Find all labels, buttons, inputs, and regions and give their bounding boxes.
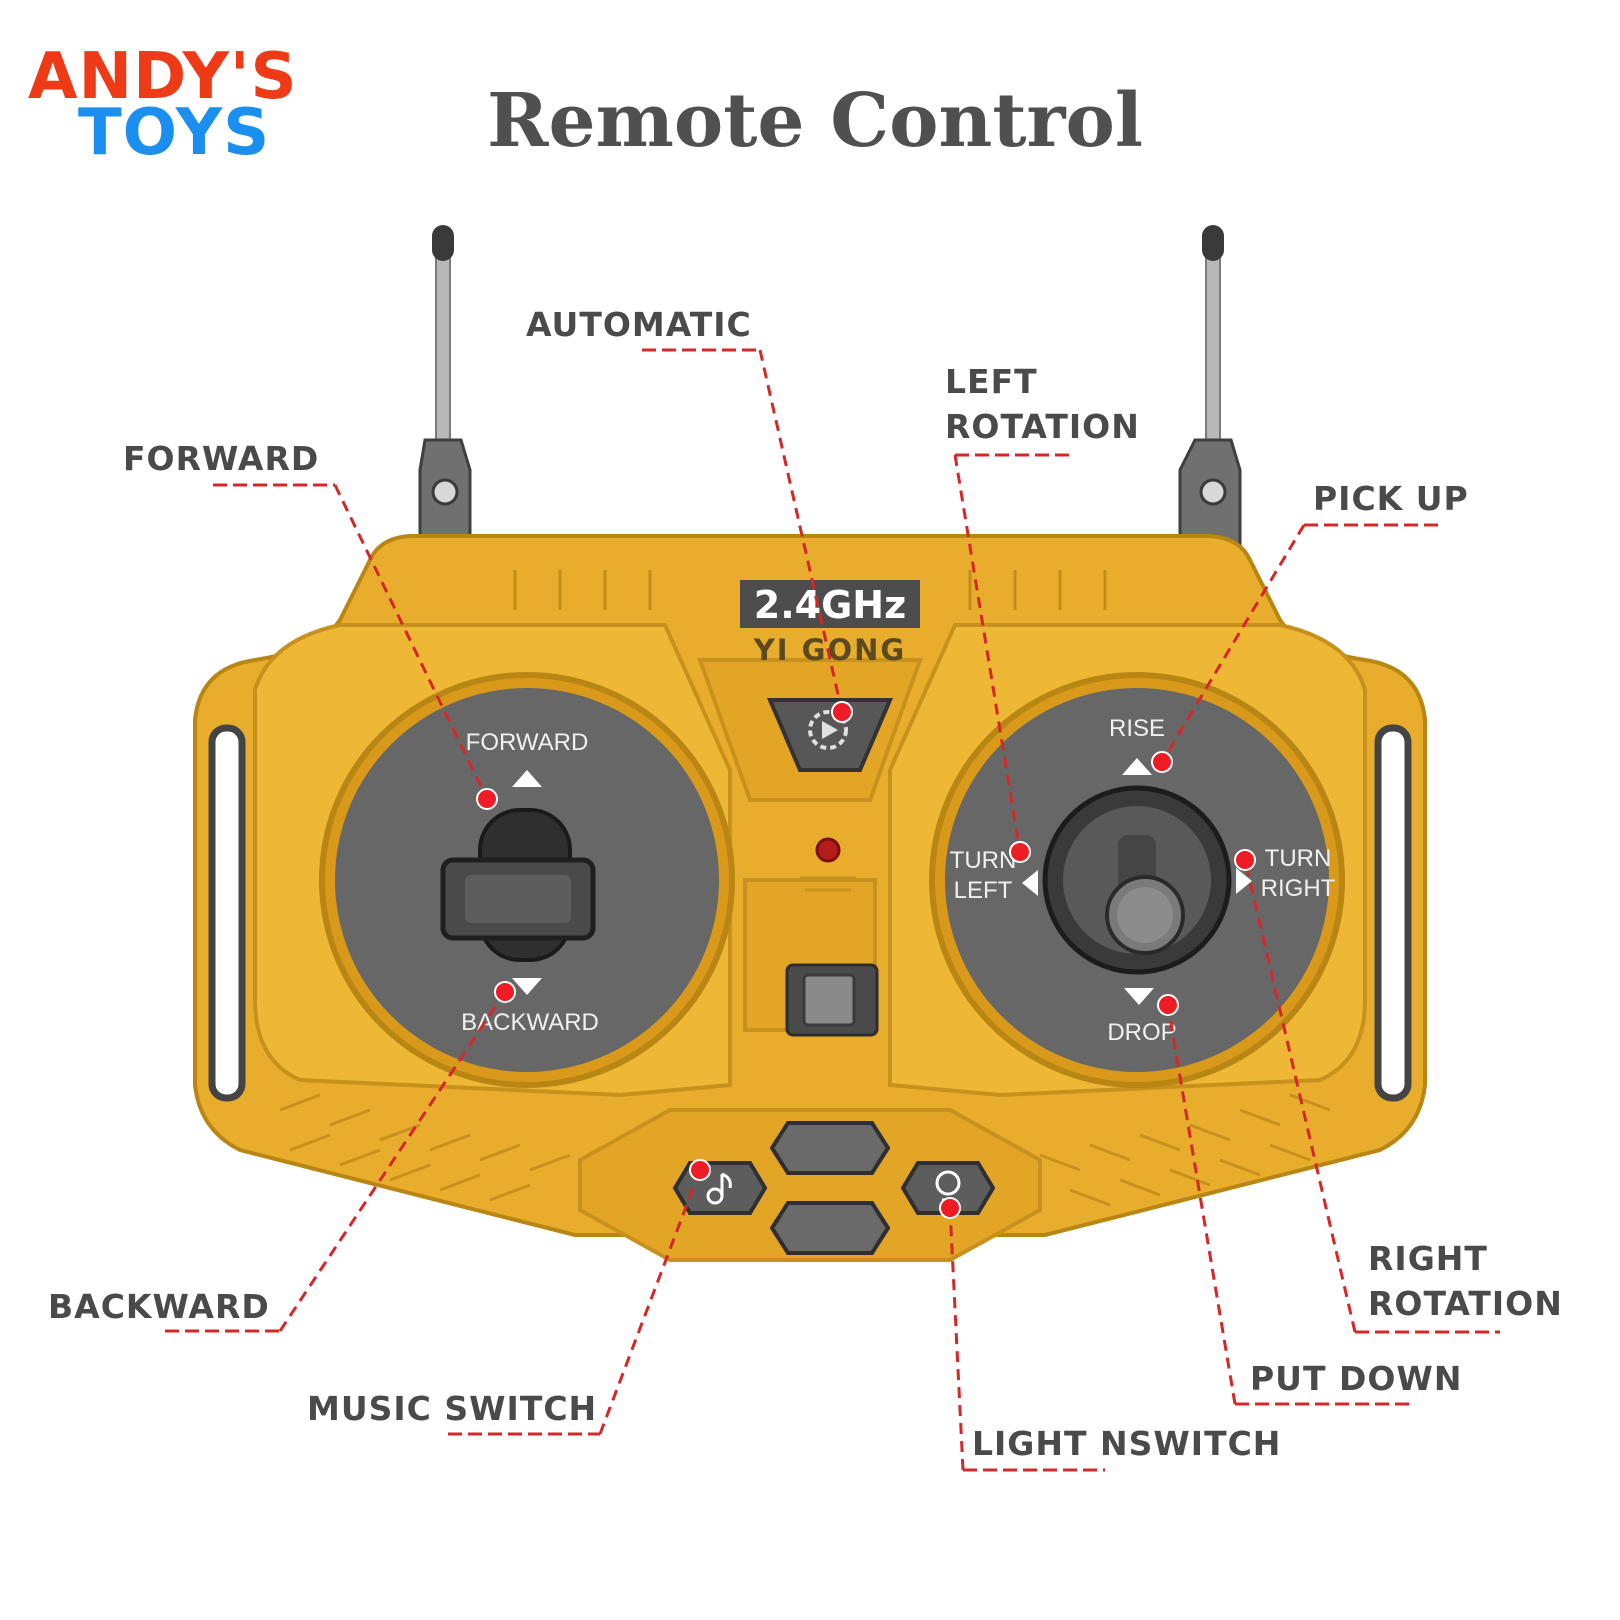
face-backward-label: BACKWARD xyxy=(461,1009,599,1036)
turn-left-arrow-icon xyxy=(1022,870,1038,896)
face-turn-left-line1: TURN xyxy=(950,847,1017,874)
rise-arrow-icon xyxy=(1122,758,1152,775)
left-grip xyxy=(208,724,246,1102)
right-antenna xyxy=(1178,225,1242,547)
backward-marker xyxy=(494,981,516,1003)
callout-left-rotation-line1: LEFT xyxy=(945,362,1038,401)
callout-light-switch: LIGHT NSWITCH xyxy=(972,1424,1281,1463)
right-joystick[interactable] xyxy=(1042,785,1232,975)
callout-right-rotation-line1: RIGHT xyxy=(1368,1239,1488,1278)
callout-automatic: AUTOMATIC xyxy=(526,305,752,344)
callout-right-rotation-line2: ROTATION xyxy=(1368,1284,1563,1323)
left-antenna xyxy=(418,225,472,547)
brand-line1: ANDY'S xyxy=(28,40,298,114)
forward-marker xyxy=(476,788,498,810)
maker-label: YI GONG xyxy=(753,633,906,667)
left-dial: FORWARD BACKWARD xyxy=(319,672,735,1088)
right-rotation-marker xyxy=(1234,849,1256,871)
light-switch-marker xyxy=(939,1197,961,1219)
music-switch-marker xyxy=(689,1159,711,1181)
brand-line2: TOYS xyxy=(78,96,270,170)
forward-arrow-icon xyxy=(512,770,542,787)
face-rise-label: RISE xyxy=(1109,715,1165,742)
callout-forward: FORWARD xyxy=(123,439,319,478)
callout-music-switch: MUSIC SWITCH xyxy=(307,1389,597,1428)
callout-put-down: PUT DOWN xyxy=(1250,1359,1462,1398)
callout-left-rotation-line2: ROTATION xyxy=(945,407,1140,446)
face-forward-label: FORWARD xyxy=(466,729,589,756)
drop-arrow-icon xyxy=(1124,988,1154,1005)
face-turn-right-line2: RIGHT xyxy=(1261,875,1336,902)
callouts: AUTOMATIC FORWARD LEFT ROTATION PICK UP … xyxy=(48,305,1563,1472)
page-title: Remote Control xyxy=(487,78,1143,164)
remote-device: 2.4GHz YI GONG FORWARD xyxy=(193,225,1427,1262)
callout-pick-up: PICK UP xyxy=(1313,479,1469,518)
left-joystick[interactable] xyxy=(440,808,596,962)
power-switch[interactable] xyxy=(785,963,879,1037)
bottom-hex-button[interactable] xyxy=(769,1201,891,1255)
frequency-label: 2.4GHz xyxy=(754,583,906,627)
face-drop-label: DROP xyxy=(1107,1019,1176,1046)
brand-logo: ANDY'S TOYS xyxy=(28,40,298,170)
face-turn-right-line1: TURN xyxy=(1265,845,1332,872)
turn-right-arrow-icon xyxy=(1236,868,1252,894)
bottom-cluster-plate xyxy=(578,1108,1042,1262)
frequency-plate: 2.4GHz YI GONG xyxy=(740,580,920,667)
light-button[interactable] xyxy=(900,1161,996,1215)
left-rotation-marker xyxy=(1009,841,1031,863)
music-button[interactable] xyxy=(672,1161,768,1215)
power-led xyxy=(800,837,856,892)
tread-pattern xyxy=(279,1093,1331,1207)
gear-play-icon xyxy=(808,710,848,750)
automatic-button[interactable] xyxy=(766,698,894,772)
top-hex-button[interactable] xyxy=(769,1121,891,1175)
top-ribs xyxy=(513,570,1107,610)
callout-backward: BACKWARD xyxy=(48,1287,270,1326)
automatic-marker xyxy=(831,701,853,723)
face-turn-left-line2: LEFT xyxy=(954,877,1013,904)
pick-up-marker xyxy=(1151,751,1173,773)
music-note-icon xyxy=(706,1172,732,1205)
put-down-marker xyxy=(1157,994,1179,1016)
right-grip xyxy=(1374,724,1412,1102)
backward-arrow-icon xyxy=(512,978,542,995)
